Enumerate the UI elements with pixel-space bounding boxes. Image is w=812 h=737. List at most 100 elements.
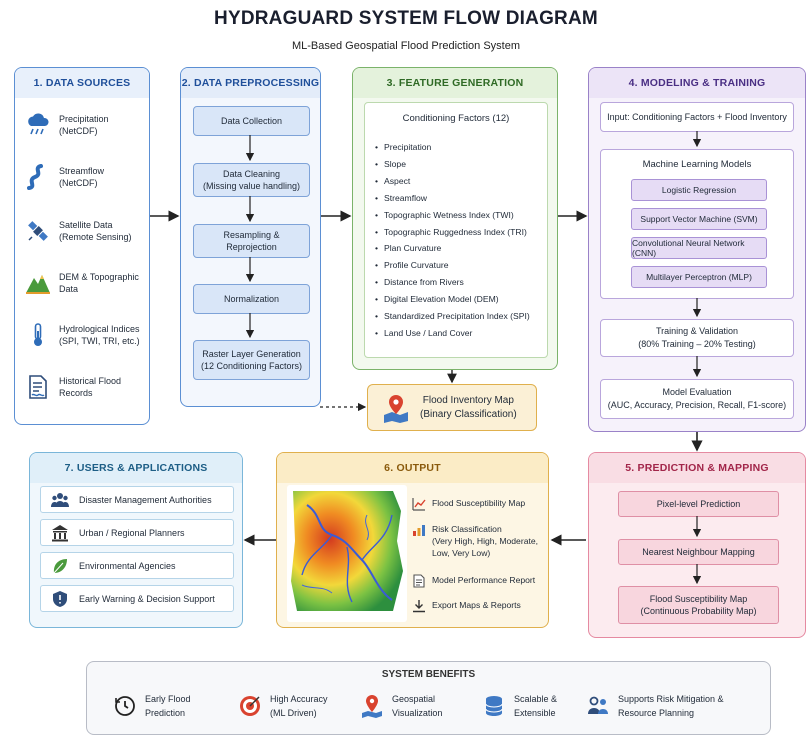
data-sources-panel: 1. DATA SOURCES Precipitation (NetCDF) S… [14, 67, 150, 425]
data-sources-heading: 1. DATA SOURCES [15, 68, 149, 98]
page-title: HYDRAGUARD SYSTEM FLOW DIAGRAM [214, 8, 598, 29]
clock-icon [113, 694, 137, 718]
benefit-geospatial: Geospatial Visualization [360, 692, 442, 720]
preprocessing-heading: 2. DATA PREPROCESSING [181, 68, 320, 98]
step-resampling: Resampling & Reprojection [193, 224, 310, 258]
step-normalization: Normalization [193, 284, 310, 314]
susceptibility-map-image [287, 485, 407, 622]
modeling-heading: 4. MODELING & TRAINING [589, 68, 805, 98]
output-label: Model Performance Report [432, 575, 536, 585]
conditioning-factors-list: Precipitation Slope Aspect Streamflow To… [375, 139, 530, 342]
factor-item: Precipitation [375, 139, 530, 156]
factor-item: Land Use / Land Cover [375, 325, 530, 342]
factor-item: Aspect [375, 173, 530, 190]
user-planners: Urban / Regional Planners [40, 519, 234, 546]
output-export: Export Maps & Reports [412, 599, 547, 613]
river-icon [25, 164, 51, 190]
factor-item: Slope [375, 156, 530, 173]
location-icon [360, 694, 384, 718]
feature-generation-panel: 3. FEATURE GENERATION Conditioning Facto… [352, 67, 558, 370]
user-disaster-management: Disaster Management Authorities [40, 486, 234, 513]
ml-models-box: Machine Learning Models Logistic Regress… [600, 149, 794, 299]
output-risk-classification: Risk Classification (Very High, High, Mo… [412, 523, 547, 559]
step-raster-generation: Raster Layer Generation (12 Conditioning… [193, 340, 310, 380]
shield-icon [51, 590, 69, 608]
database-icon [482, 694, 506, 718]
satellite-icon [25, 218, 51, 244]
model-evaluation-box: Model Evaluation (AUC, Accuracy, Precisi… [600, 379, 794, 419]
factor-item: Topographic Wetness Index (TWI) [375, 207, 530, 224]
factor-item: Profile Curvature [375, 257, 530, 274]
thermometer-icon [25, 322, 51, 348]
ml-models-title: Machine Learning Models [642, 159, 752, 170]
conditioning-factors-title: Conditioning Factors (12) [402, 113, 510, 124]
team-icon [586, 694, 610, 718]
susceptibility-map-box: Flood Susceptibility Map (Continuous Pro… [618, 586, 779, 624]
user-label: Early Warning & Decision Support [79, 593, 215, 604]
user-environmental-agencies: Environmental Agencies [40, 552, 234, 579]
chart-icon [412, 497, 426, 511]
source-label: Satellite Data (Remote Sensing) [59, 220, 132, 242]
source-label: Historical Flood Records [59, 376, 122, 398]
step-data-collection: Data Collection [193, 106, 310, 136]
nearest-neighbour-box: Nearest Neighbour Mapping [618, 539, 779, 565]
output-performance-report: Model Performance Report [412, 574, 547, 588]
mountain-icon [25, 270, 51, 296]
model-mlp: Multilayer Perceptron (MLP) [631, 266, 767, 288]
modeling-panel: 4. MODELING & TRAINING Input: Conditioni… [588, 67, 806, 432]
output-label: Flood Susceptibility Map [432, 498, 526, 508]
source-precipitation: Precipitation (NetCDF) [25, 112, 149, 138]
people-icon [51, 491, 69, 509]
benefit-risk-mitigation: Supports Risk Mitigation & Resource Plan… [586, 692, 724, 720]
feature-generation-heading: 3. FEATURE GENERATION [353, 68, 557, 98]
user-label: Urban / Regional Planners [79, 527, 185, 538]
model-logistic-regression: Logistic Regression [631, 179, 767, 201]
benefit-scalable: Scalable & Extensible [482, 692, 557, 720]
pixel-prediction-box: Pixel-level Prediction [618, 491, 779, 517]
target-icon [238, 694, 262, 718]
model-svm: Support Vector Machine (SVM) [631, 208, 767, 230]
benefit-label: Geospatial Visualization [392, 694, 443, 718]
users-heading: 7. USERS & APPLICATIONS [30, 453, 242, 483]
user-label: Disaster Management Authorities [79, 494, 212, 505]
source-label: Hydrological Indices (SPI, TWI, TRI, etc… [59, 324, 140, 346]
prediction-panel: 5. PREDICTION & MAPPING Pixel-level Pred… [588, 452, 806, 638]
user-label: Environmental Agencies [79, 560, 176, 571]
output-susceptibility-map: Flood Susceptibility Map [412, 497, 547, 511]
output-heading: 6. OUTPUT [277, 453, 548, 483]
benefit-label: High Accuracy (ML Driven) [270, 694, 328, 718]
preprocessing-panel: 2. DATA PREPROCESSING Data Collection Da… [180, 67, 321, 407]
factor-item: Topographic Ruggedness Index (TRI) [375, 224, 530, 241]
benefit-early-prediction: Early Flood Prediction [113, 692, 191, 720]
conditioning-factors-box: Conditioning Factors (12) Precipitation … [364, 102, 548, 358]
benefit-label: Early Flood Prediction [145, 694, 191, 718]
source-label: Precipitation (NetCDF) [59, 114, 109, 136]
benefit-label: Supports Risk Mitigation & Resource Plan… [618, 694, 724, 718]
source-satellite: Satellite Data (Remote Sensing) [25, 218, 149, 244]
training-validation-box: Training & Validation (80% Training – 20… [600, 319, 794, 357]
model-input-box: Input: Conditioning Factors + Flood Inve… [600, 102, 794, 132]
leaf-icon [51, 557, 69, 575]
source-dem: DEM & Topographic Data [25, 270, 149, 296]
output-panel: 6. OUTPUT Flood Susceptibility Map [276, 452, 549, 628]
users-panel: 7. USERS & APPLICATIONS Disaster Managem… [29, 452, 243, 628]
benefit-label: Scalable & Extensible [514, 694, 558, 718]
source-label: DEM & Topographic Data [59, 272, 139, 294]
factor-item: Streamflow [375, 190, 530, 207]
rain-cloud-icon [25, 112, 51, 138]
report-icon [412, 574, 426, 588]
step-data-cleaning: Data Cleaning (Missing value handling) [193, 163, 310, 197]
source-label: Streamflow (NetCDF) [59, 166, 105, 188]
benefit-high-accuracy: High Accuracy (ML Driven) [238, 692, 328, 720]
building-icon [51, 524, 69, 542]
bar-chart-icon [412, 523, 426, 537]
output-label: Export Maps & Reports [432, 600, 521, 610]
model-cnn: Convolutional Neural Network (CNN) [631, 237, 767, 259]
system-benefits-panel: SYSTEM BENEFITS Early Flood Prediction H… [86, 661, 771, 735]
factor-item: Standardized Precipitation Index (SPI) [375, 308, 530, 325]
map-pin-icon [382, 393, 410, 428]
flood-inventory-label: Flood Inventory Map (Binary Classificati… [420, 395, 517, 420]
page-subtitle: ML-Based Geospatial Flood Prediction Sys… [291, 40, 521, 52]
output-label: Risk Classification (Very High, High, Mo… [432, 524, 539, 558]
factor-item: Plan Curvature [375, 240, 530, 257]
